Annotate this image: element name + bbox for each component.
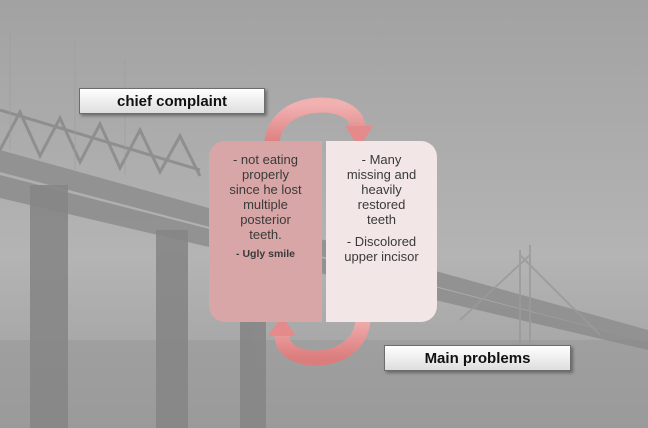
- panel-line: teeth.: [249, 227, 282, 242]
- panel-line: properly: [242, 167, 289, 182]
- panel-line: multiple: [243, 197, 288, 212]
- panel-line: - Many: [361, 152, 402, 167]
- panel-line: upper incisor: [344, 249, 419, 264]
- panel-line: teeth: [367, 212, 396, 227]
- panel-line: missing and: [346, 167, 417, 182]
- panel-line: restored: [357, 197, 406, 212]
- panel-line: since he lost: [229, 182, 302, 197]
- panel-line: posterior: [240, 212, 291, 227]
- chief-complaint-label: chief complaint: [79, 88, 265, 114]
- panel-line: - Discolored: [346, 234, 417, 249]
- main-problems-label: Main problems: [384, 345, 571, 371]
- chief-complaint-panel: - not eating properly since he lost mult…: [209, 141, 322, 322]
- panel-line: - not eating: [232, 152, 299, 167]
- ugly-smile-text: - Ugly smile: [236, 248, 295, 260]
- panel-line: heavily: [361, 182, 402, 197]
- main-problems-panel: - Many missing and heavily restored teet…: [326, 141, 437, 322]
